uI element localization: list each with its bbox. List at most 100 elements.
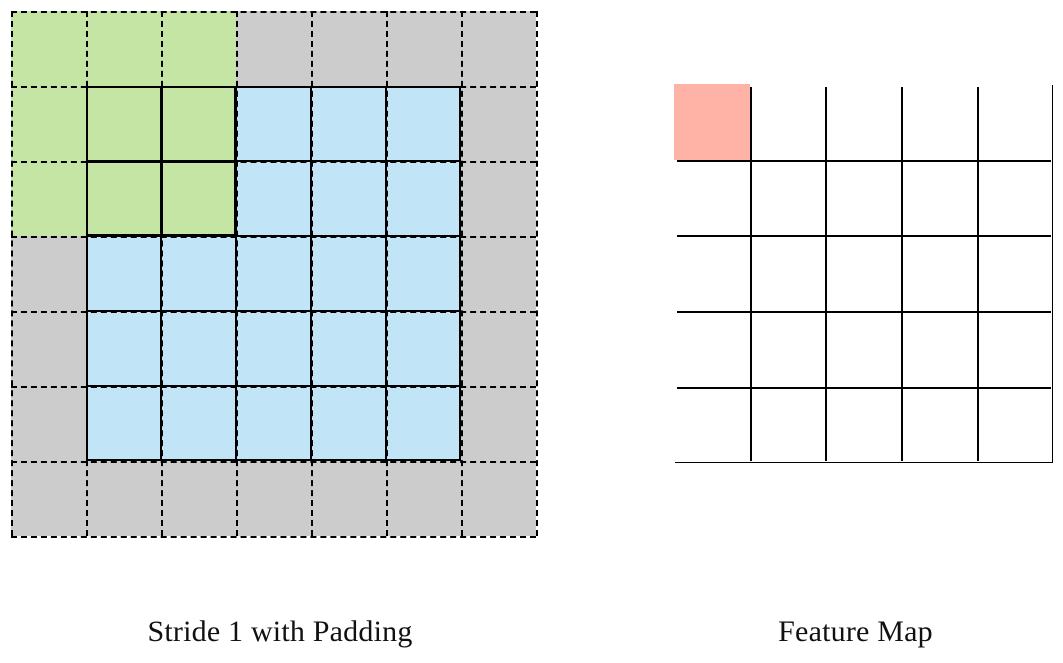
feature-map-cell-r1-c1 [749, 159, 826, 236]
right-panel-caption: Feature Map [778, 615, 933, 648]
grid-cell-input-r1-c4 [311, 86, 386, 161]
feature-map-cell-r4-c4 [976, 386, 1053, 463]
feature-map-gridline-v-3 [901, 87, 903, 461]
grid-cell-input-r5-c5 [386, 386, 461, 461]
input-gridline-h-3 [88, 310, 459, 313]
feature-map-gridline-h-1 [677, 159, 1051, 162]
grid-cell-padding-r6-c0 [11, 461, 86, 536]
feature-map-gridline-v-4 [976, 87, 979, 461]
feature-map-cell-r1-c2 [825, 159, 901, 236]
grid-cell-input-r1-c3 [236, 86, 311, 161]
grid-cell-input-r3-c5 [386, 236, 461, 311]
input-gridline-v-2 [235, 88, 238, 459]
dashed-gridline-h-0 [11, 11, 536, 13]
grid-cell-padding-r4-c0 [11, 311, 86, 386]
grid-cell-padding-r6-c5 [386, 461, 461, 536]
grid-cell-padding-r6-c6 [461, 461, 536, 536]
grid-cell-padding-r6-c2 [161, 461, 236, 536]
feature-map-cell-r0-c3 [901, 84, 977, 160]
grid-cell-input-r3-c4 [311, 236, 386, 311]
feature-map-cell-r4-c1 [749, 386, 826, 463]
kernel-gridline-h-1 [88, 160, 234, 163]
grid-cell-input-r5-c1 [86, 386, 161, 461]
grid-cell-padding-r6-c1 [86, 461, 161, 536]
grid-cell-kernel-r1-c2 [161, 86, 236, 161]
feature-map-cell-r2-c4 [976, 235, 1053, 311]
feature-map-cell-r1-c4 [976, 159, 1053, 236]
feature-map-gridline-v-2 [825, 87, 828, 461]
grid-cell-kernel-r0-c0 [11, 11, 86, 86]
grid-cell-input-r2-c5 [386, 161, 461, 236]
feature-map-cell-r4-c2 [825, 386, 901, 463]
grid-cell-padding-r0-c6 [461, 11, 536, 86]
grid-cell-input-r5-c4 [311, 386, 386, 461]
grid-cell-input-r5-c3 [236, 386, 311, 461]
grid-cell-input-r3-c2 [161, 236, 236, 311]
grid-cell-kernel-r0-c2 [161, 11, 236, 86]
grid-cell-input-r5-c2 [161, 386, 236, 461]
feature-map-cell-r2-c3 [901, 235, 977, 311]
feature-map-cell-r2-c2 [825, 235, 901, 311]
input-gridline-v-1 [160, 88, 163, 459]
feature-map-gridline-h-3 [677, 311, 1051, 313]
grid-cell-input-r4-c2 [161, 311, 236, 386]
dashed-gridline-h-6 [11, 461, 536, 463]
feature-map-gridline-v-1 [749, 87, 752, 461]
grid-cell-padding-r4-c6 [461, 311, 536, 386]
left-panel-caption: Stride 1 with Padding [147, 615, 413, 648]
grid-cell-input-r2-c3 [236, 161, 311, 236]
grid-cell-input-r3-c1 [86, 236, 161, 311]
feature-map-cell-r1-c0 [674, 159, 750, 236]
feature-map-cell-r0-c2 [825, 84, 901, 160]
feature-map-cell-r3-c3 [901, 311, 977, 387]
grid-cell-kernel-r2-c0 [11, 161, 86, 236]
dashed-gridline-v-0 [11, 11, 13, 536]
feature-map-cell-r0-c0-active [674, 84, 750, 160]
input-gridline-h-1 [88, 160, 459, 163]
grid-cell-kernel-r0-c1 [86, 11, 161, 86]
grid-cell-kernel-r2-c1 [86, 161, 161, 236]
input-gridline-h-2 [88, 235, 459, 238]
grid-cell-padding-r0-c4 [311, 11, 386, 86]
grid-cell-input-r4-c1 [86, 311, 161, 386]
feature-map-cell-r1-c3 [901, 159, 977, 236]
feature-map-cell-r3-c2 [825, 311, 901, 387]
grid-cell-kernel-r1-c0 [11, 86, 86, 161]
padded-input-grid [11, 11, 538, 538]
grid-cell-input-r4-c4 [311, 311, 386, 386]
feature-map-gridline-h-4 [677, 386, 1051, 389]
feature-map-cell-r3-c1 [749, 311, 826, 387]
grid-cell-padding-r3-c0 [11, 236, 86, 311]
grid-cell-padding-r5-c6 [461, 386, 536, 461]
grid-cell-kernel-r1-c1 [86, 86, 161, 161]
feature-map-cell-r4-c0 [674, 386, 750, 463]
grid-cell-input-r1-c5 [386, 86, 461, 161]
kernel-window-outline [86, 86, 236, 236]
feature-map-cell-r4-c3 [901, 386, 977, 463]
grid-cell-input-r4-c3 [236, 311, 311, 386]
input-gridline-h-4 [88, 385, 459, 388]
feature-map-cell-r2-c0 [674, 235, 750, 311]
dashed-gridline-h-7 [11, 536, 536, 538]
feature-map-cell-r3-c0 [674, 311, 750, 387]
feature-map-cell-r0-c4 [976, 84, 1053, 160]
input-gridline-v-4 [385, 88, 388, 459]
feature-map-gridline-h-2 [677, 235, 1051, 238]
grid-cell-padding-r6-c4 [311, 461, 386, 536]
grid-cell-padding-r0-c5 [386, 11, 461, 86]
feature-map-cell-r2-c1 [749, 235, 826, 311]
grid-cell-padding-r6-c3 [236, 461, 311, 536]
grid-cell-padding-r0-c3 [236, 11, 311, 86]
grid-cell-input-r3-c3 [236, 236, 311, 311]
grid-cell-kernel-r2-c2 [161, 161, 236, 236]
dashed-gridline-v-7 [536, 11, 538, 536]
input-gridline-v-3 [310, 88, 313, 459]
dashed-gridline-v-6 [461, 11, 463, 536]
feature-map-cell-r0-c1 [749, 84, 826, 160]
grid-cell-padding-r2-c6 [461, 161, 536, 236]
grid-cell-input-r2-c4 [311, 161, 386, 236]
input-feature-block [86, 86, 461, 461]
grid-cell-padding-r5-c0 [11, 386, 86, 461]
grid-cell-padding-r3-c6 [461, 236, 536, 311]
